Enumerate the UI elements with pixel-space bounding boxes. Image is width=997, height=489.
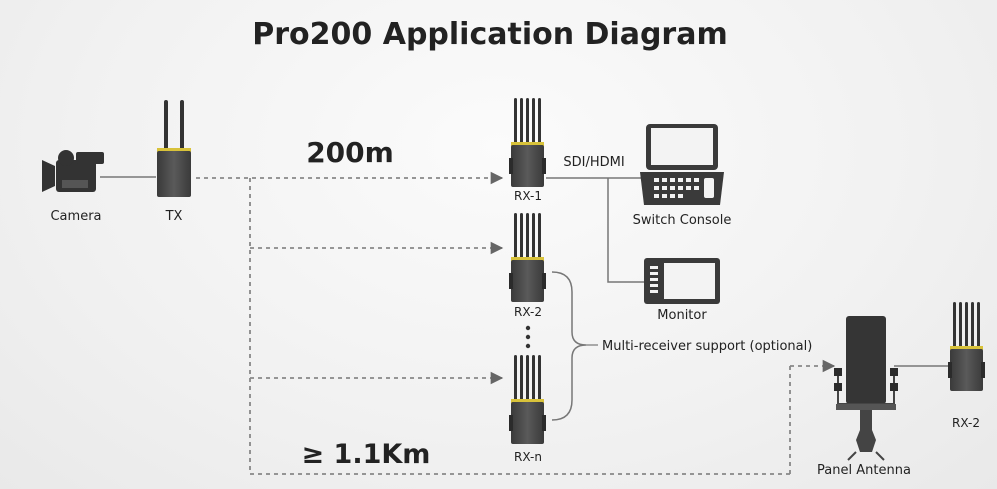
diagram-title: Pro200 Application Diagram bbox=[252, 17, 727, 52]
distance-long: ≥ 1.1Km bbox=[302, 439, 431, 470]
rxn-label: RX-n bbox=[514, 450, 542, 464]
rx2-device bbox=[509, 213, 546, 302]
rx1-monitor-cable bbox=[607, 178, 644, 283]
panel-antenna-icon bbox=[834, 316, 898, 461]
tx-label: TX bbox=[165, 209, 183, 224]
tx-device bbox=[157, 100, 191, 197]
rx1-label: RX-1 bbox=[514, 189, 542, 203]
rx1-device bbox=[509, 98, 546, 187]
camera-label: Camera bbox=[50, 209, 101, 224]
remote-rx-label: RX-2 bbox=[952, 416, 980, 430]
switch-console-label: Switch Console bbox=[633, 213, 732, 228]
monitor-icon bbox=[644, 258, 720, 304]
more-receivers-dots bbox=[525, 325, 531, 349]
panel-antenna-label: Panel Antenna bbox=[817, 463, 911, 478]
rxn-device bbox=[509, 355, 546, 444]
distance-short: 200m bbox=[306, 136, 394, 169]
multi-receiver-brace bbox=[551, 271, 587, 421]
wireless-links bbox=[196, 171, 836, 475]
remote-rx-device bbox=[948, 302, 985, 391]
monitor-label: Monitor bbox=[657, 308, 707, 323]
sdi-hdmi-label: SDI/HDMI bbox=[563, 155, 624, 170]
switch-console-icon bbox=[640, 124, 724, 205]
multi-receiver-label: Multi-receiver support (optional) bbox=[602, 339, 812, 354]
camera-icon bbox=[42, 150, 104, 192]
rx2-label: RX-2 bbox=[514, 305, 542, 319]
